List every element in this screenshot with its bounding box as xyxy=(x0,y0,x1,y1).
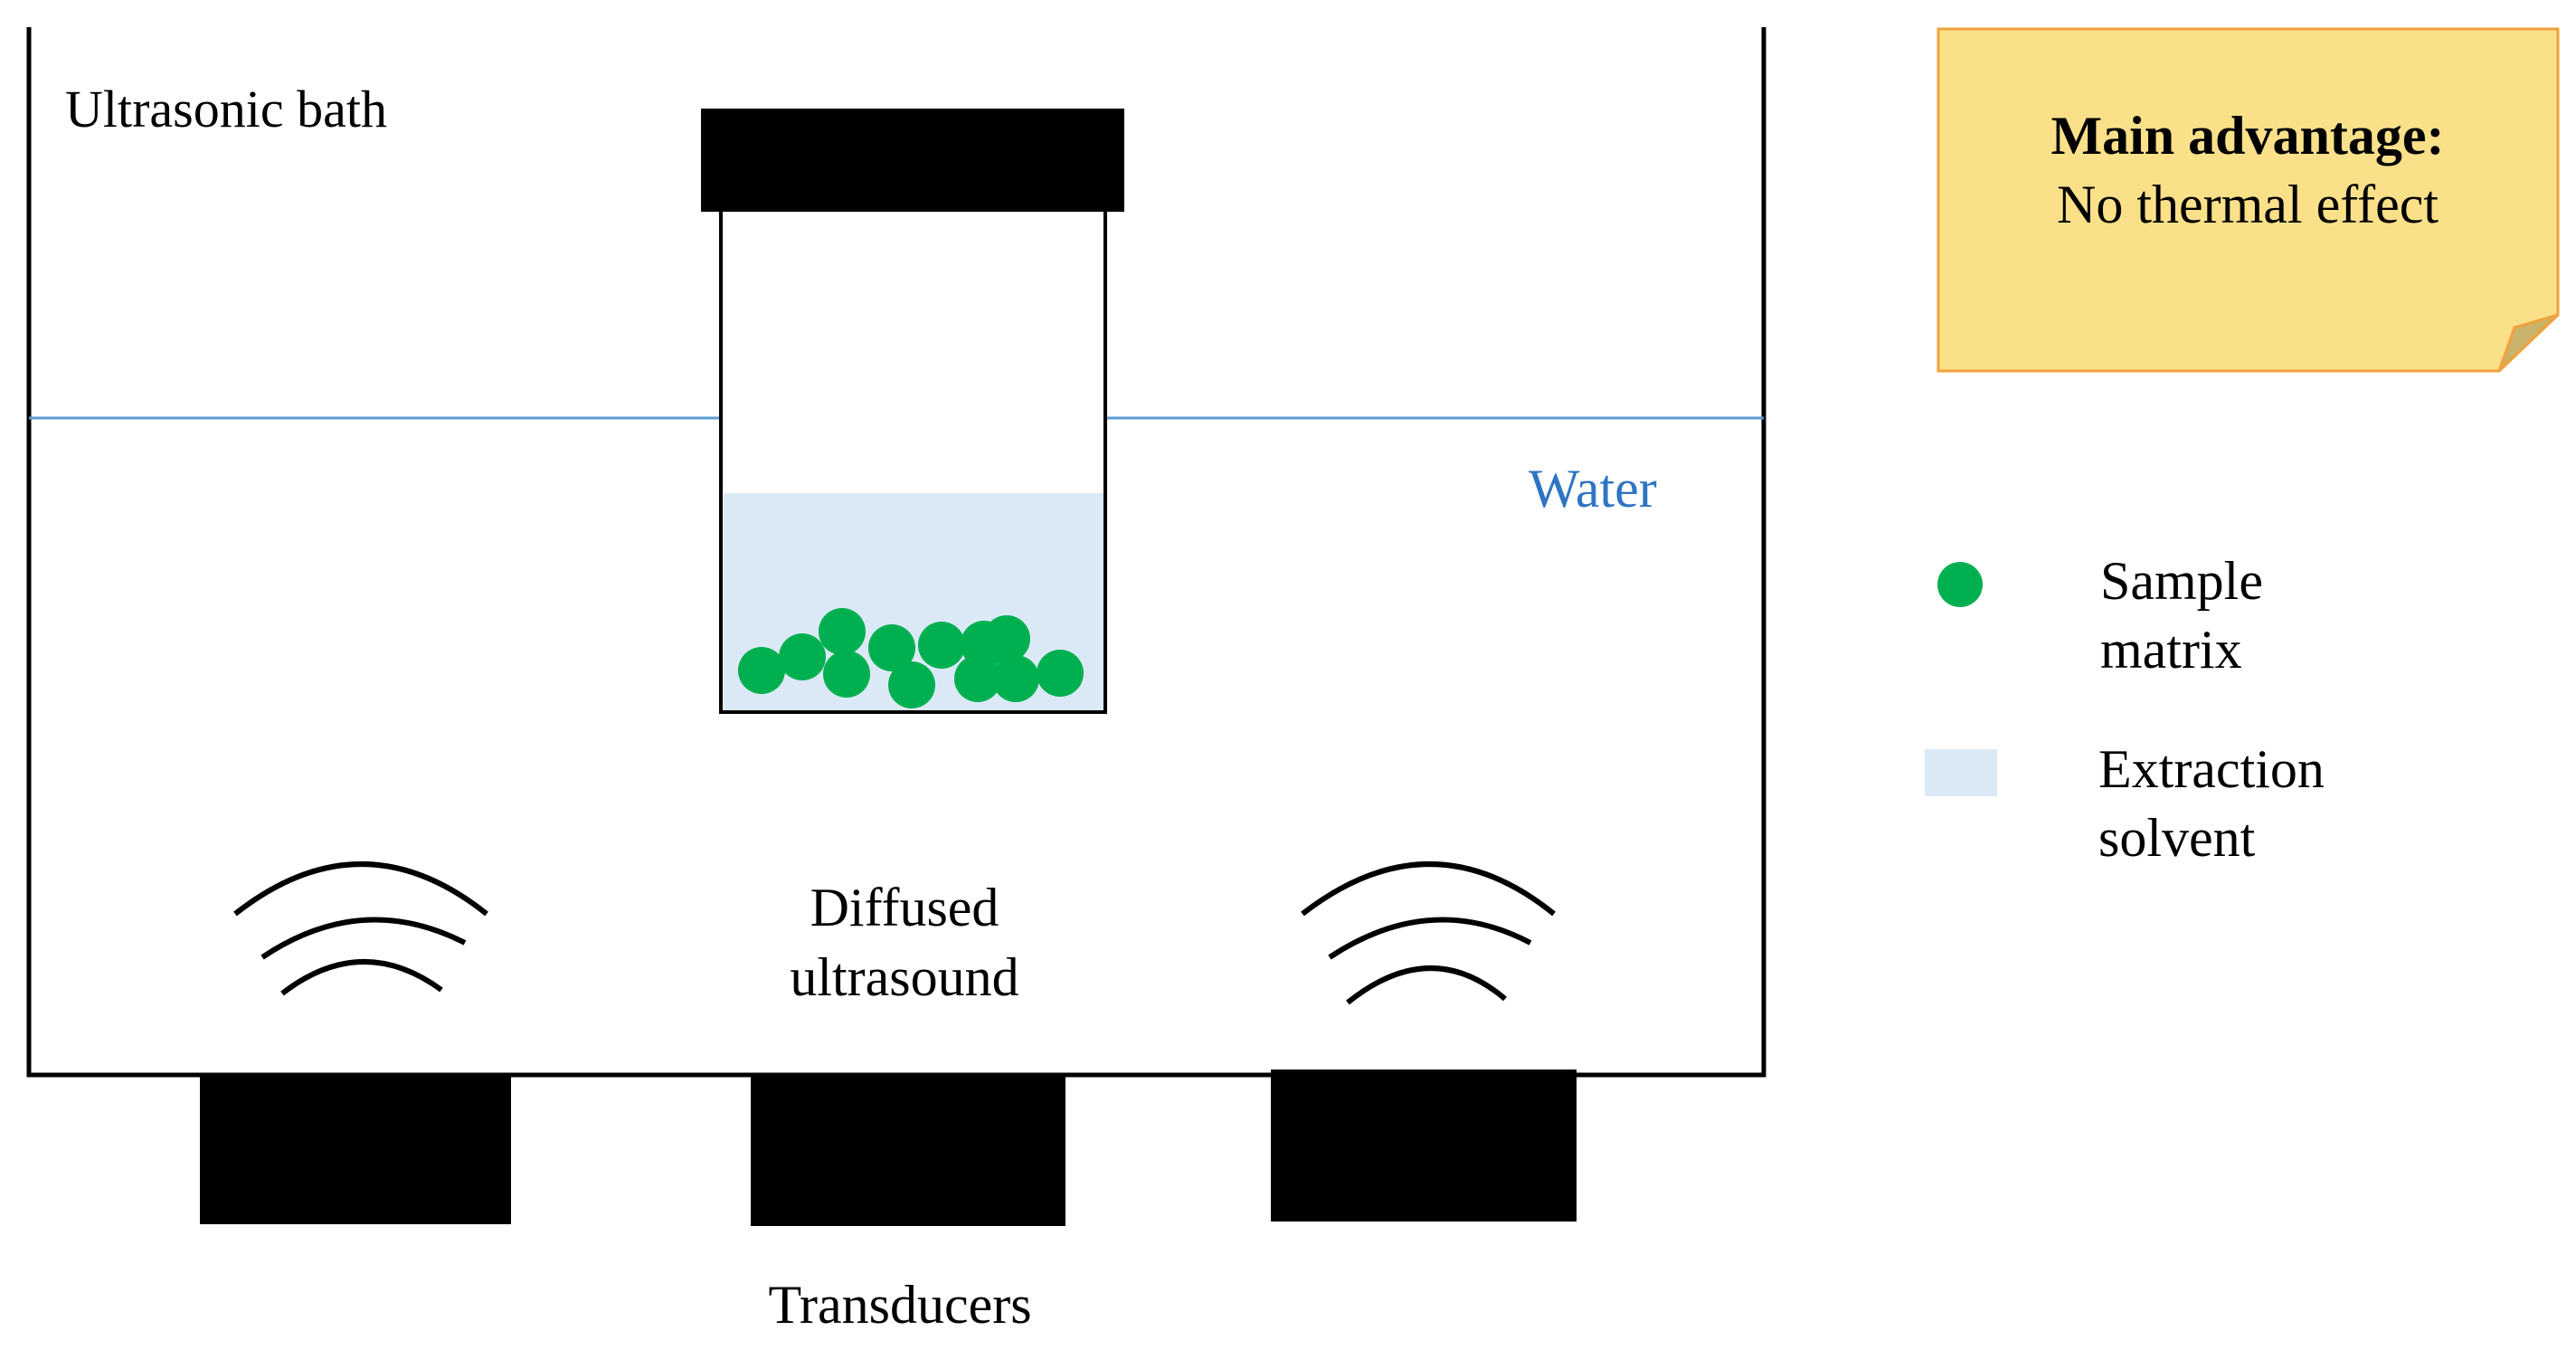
legend-solvent-line2: solvent xyxy=(2098,808,2256,868)
water-label: Water xyxy=(1529,459,1657,518)
legend-sample-line1: Sample xyxy=(2100,551,2263,611)
particle xyxy=(738,647,785,694)
particle xyxy=(1037,650,1084,697)
particle xyxy=(954,655,1001,702)
sample-matrix-particles xyxy=(738,608,1084,708)
legend-solvent-line1: Extraction xyxy=(2098,739,2325,799)
ultrasound-label-line2: ultrasound xyxy=(790,947,1018,1007)
green-circle-icon xyxy=(1937,562,1983,607)
bath-label: Ultrasonic bath xyxy=(65,80,387,138)
particle xyxy=(983,615,1030,662)
particle xyxy=(868,624,915,671)
advantage-note: Main advantage: No thermal effect xyxy=(1937,27,2560,373)
particle xyxy=(888,661,935,708)
particle xyxy=(918,622,965,669)
ultrasound-wave-icon xyxy=(1301,861,1556,1005)
transducers-label: Transducers xyxy=(768,1275,1031,1335)
particle xyxy=(992,655,1039,702)
transducer-center xyxy=(751,1075,1065,1226)
sample-container xyxy=(701,109,1124,714)
ultrasound-wave-icon xyxy=(233,861,488,996)
light-blue-square-icon xyxy=(1925,749,1997,796)
note-body-text: No thermal effect xyxy=(2057,175,2439,234)
particle xyxy=(819,608,866,655)
particle xyxy=(823,651,870,698)
legend-sample-line2: matrix xyxy=(2100,620,2242,680)
note-title: Main advantage: xyxy=(2051,106,2445,166)
transducer-left xyxy=(200,1075,511,1224)
ultrasound-label-line1: Diffused xyxy=(810,878,999,937)
particle xyxy=(779,633,826,680)
transducer-right xyxy=(1271,1070,1577,1222)
legend: Sample matrix Extraction solvent xyxy=(1925,551,2325,868)
container-cap xyxy=(701,109,1124,212)
note-fold xyxy=(2497,313,2560,373)
